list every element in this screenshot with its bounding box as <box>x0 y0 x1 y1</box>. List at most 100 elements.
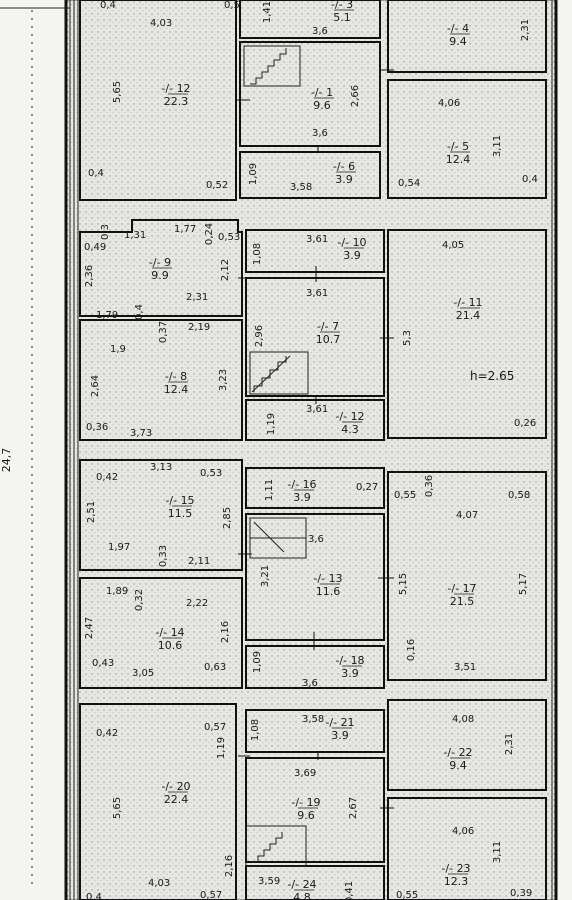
dimension-d90: 0,41 <box>344 881 355 900</box>
dimension-d4: 3,6 <box>312 26 328 37</box>
room-1 <box>239 41 381 147</box>
dimension-d76: 3,58 <box>302 714 324 725</box>
room-7 <box>245 277 385 397</box>
room-18 <box>245 645 385 689</box>
dimension-d37: 2,64 <box>90 375 101 397</box>
dimension-d52: 4,07 <box>456 510 478 521</box>
room-number: -/- 16 <box>287 478 316 491</box>
room-10 <box>245 229 385 273</box>
dimension-d0: 0,4 <box>100 0 116 11</box>
room-area: 22.4 <box>164 793 189 806</box>
room-19 <box>245 757 385 863</box>
dimension-d15: 0,54 <box>398 178 420 189</box>
dimension-d48: 0,27 <box>356 482 378 493</box>
dimension-d21: 0,53 <box>218 232 240 243</box>
dimension-d88: 2,16 <box>224 855 235 877</box>
room-number: -/- 11 <box>453 296 482 309</box>
dimension-d16: 0,4 <box>522 174 538 185</box>
room-label-r7: -/- 710.7 <box>316 320 341 346</box>
room-area: 3.9 <box>343 249 361 262</box>
dimension-d25: 1,08 <box>252 243 263 265</box>
room-label-r19: -/- 199.6 <box>291 796 320 822</box>
room-label-r3: -/- 35.1 <box>331 0 354 24</box>
dimension-d10: 3,11 <box>492 135 503 157</box>
dimension-d79: 1,19 <box>216 737 227 759</box>
dimension-d62: 1,89 <box>106 586 128 597</box>
room-22 <box>387 699 547 791</box>
room-area: 3.9 <box>335 173 353 186</box>
room-4 <box>387 0 547 73</box>
room-number: -/- 7 <box>317 320 339 333</box>
dimension-d17: 0,3 <box>100 224 111 240</box>
dimension-d19: 1,77 <box>174 224 196 235</box>
room-label-r4: -/- 49.4 <box>447 22 470 48</box>
dimension-d27: 2,12 <box>220 259 231 281</box>
room-area: 9.9 <box>151 269 169 282</box>
room-label-r16: -/- 163.9 <box>287 478 316 504</box>
room-number: -/- 22 <box>443 746 472 759</box>
room-number: -/- 1 <box>311 86 333 99</box>
dimension-d80: 2,31 <box>504 733 515 755</box>
room-number: -/- 12 <box>161 82 190 95</box>
building-outline <box>65 0 557 900</box>
room-number: -/- 6 <box>333 160 355 173</box>
dimension-d65: 2,47 <box>84 617 95 639</box>
room-20 <box>79 703 237 900</box>
dimension-d87: 0,57 <box>200 890 222 900</box>
dimension-d40: 1,19 <box>266 413 277 435</box>
room-area: 9.6 <box>313 99 331 112</box>
dimension-d89: 3,59 <box>258 876 280 887</box>
dimension-d66: 2,16 <box>220 621 231 643</box>
room-area: 12.4 <box>164 383 189 396</box>
dimension-d56: 1,97 <box>108 542 130 553</box>
dimension-d77: 4,08 <box>452 714 474 725</box>
room-12b <box>245 399 385 441</box>
dimension-d7: 2,66 <box>350 85 361 107</box>
dimension-d39: 3,61 <box>306 404 328 415</box>
room-9 <box>79 219 243 317</box>
room-5 <box>387 79 547 199</box>
room-number: -/- 19 <box>291 796 320 809</box>
dimension-d74: 0,42 <box>96 728 118 739</box>
dimension-d2: 0,5 <box>224 0 240 11</box>
dimension-d9: 4,06 <box>438 98 460 109</box>
room-label-r5: -/- 512.4 <box>446 140 471 166</box>
dimension-d51: 0,58 <box>508 490 530 501</box>
dimension-d38: 3,23 <box>218 369 229 391</box>
dimension-d83: 2,67 <box>348 797 359 819</box>
room-area: 12.3 <box>444 875 469 888</box>
room-number: -/- 17 <box>447 582 476 595</box>
door-marks <box>236 69 394 809</box>
dimension-d30: 0,4 <box>134 304 145 320</box>
dimension-d85: 3,11 <box>492 841 503 863</box>
room-area: 3.9 <box>331 729 349 742</box>
dimension-d18: 1,31 <box>124 230 146 241</box>
room-label-r10: -/- 103.9 <box>337 236 366 262</box>
dimension-d57: 0,33 <box>158 545 169 567</box>
dimension-d91: 0,55 <box>396 890 418 900</box>
dimension-d70: 0,63 <box>204 662 226 673</box>
room-area: 5.1 <box>333 11 351 24</box>
room-14 <box>79 577 243 689</box>
dimension-d33: 2,19 <box>188 322 210 333</box>
dimension-d32: 0,37 <box>158 321 169 343</box>
stair-middle-a <box>249 351 309 395</box>
dimension-d55: 3,6 <box>308 534 324 545</box>
room-number: -/- 12 <box>335 410 364 423</box>
room-8 <box>79 319 243 441</box>
right-facade-windows <box>551 0 558 900</box>
dimension-d29: 1,79 <box>96 310 118 321</box>
dimension-d28: 3,61 <box>306 288 328 299</box>
dimension-d26: 2,36 <box>84 265 95 287</box>
room-13 <box>245 513 385 641</box>
room-number: -/- 3 <box>331 0 353 11</box>
dimension-d59: 3,21 <box>260 565 271 587</box>
